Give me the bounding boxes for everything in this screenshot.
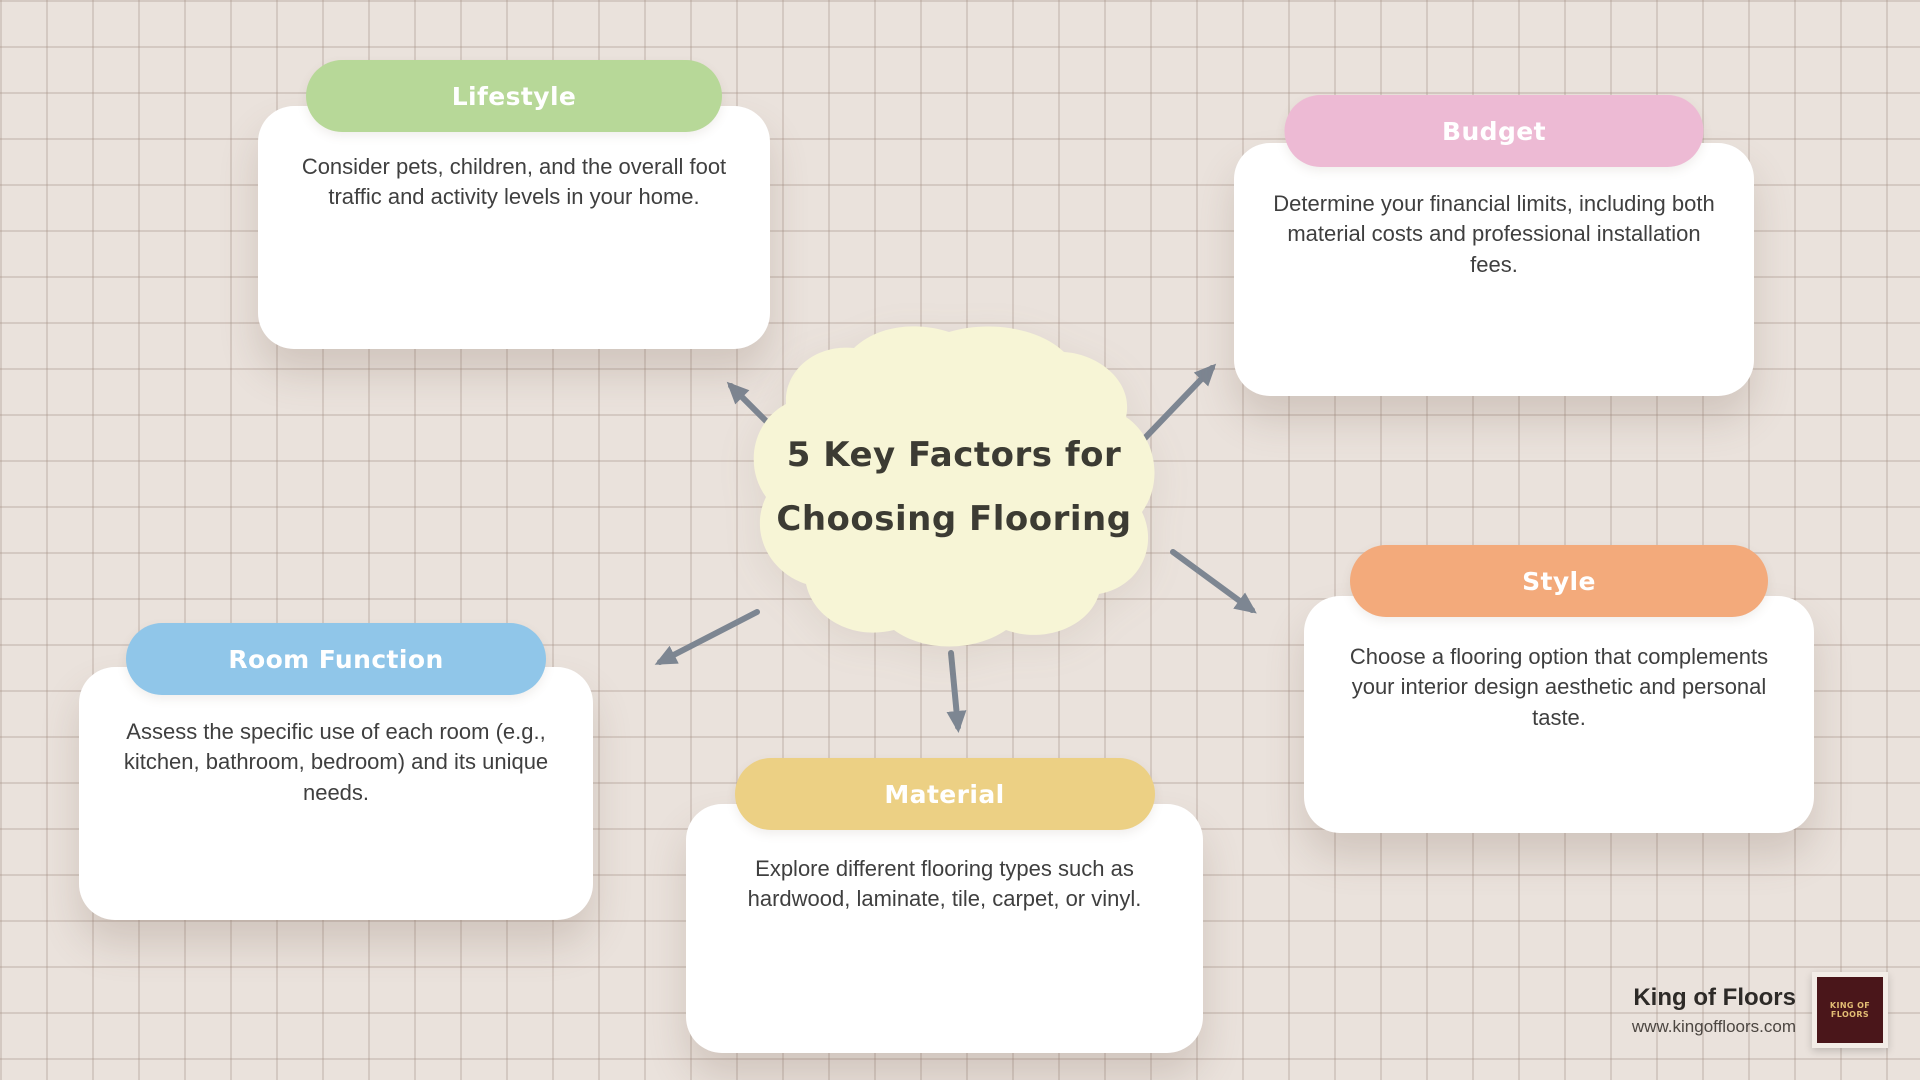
brand-logo: KING OF FLOORS (1812, 972, 1888, 1048)
brand-logo-inner: KING OF FLOORS (1817, 977, 1883, 1043)
factor-title-room-function: Room Function (228, 644, 444, 674)
blob-shape-svg (753, 326, 1155, 647)
central-title-line2: Choosing Flooring (776, 499, 1132, 539)
central-title: 5 Key Factors for Choosing Flooring (744, 322, 1164, 652)
factor-body-lifestyle: Consider pets, children, and the overall… (258, 106, 770, 349)
factor-text-room-function: Assess the specific use of each room (e.… (123, 719, 549, 805)
brand-footer: King of Floors www.kingoffloors.com KING… (1632, 972, 1888, 1048)
factor-body-budget: Determine your financial limits, includi… (1234, 143, 1754, 396)
factor-pill-lifestyle: Lifestyle (306, 60, 722, 132)
factor-pill-style: Style (1350, 545, 1768, 617)
factor-title-budget: Budget (1442, 116, 1546, 146)
factor-pill-room-function: Room Function (126, 623, 546, 695)
blob-shape (753, 326, 1155, 647)
brand-logo-text: KING OF FLOORS (1829, 1001, 1871, 1019)
factor-pill-material: Material (734, 758, 1155, 830)
arrow-to-room-function (654, 609, 760, 665)
arrow-to-style (1170, 549, 1257, 614)
factor-card-style: Style Choose a flooring option that comp… (1304, 545, 1814, 833)
brand-website: www.kingoffloors.com (1631, 1016, 1796, 1036)
factor-text-style: Choose a flooring option that complement… (1349, 644, 1769, 730)
factor-body-style: Choose a flooring option that complement… (1304, 596, 1814, 833)
factor-title-lifestyle: Lifestyle (451, 81, 577, 111)
factor-card-room-function: Room Function Assess the specific use of… (79, 623, 593, 920)
factor-body-room-function: Assess the specific use of each room (e.… (79, 667, 593, 920)
factor-pill-budget: Budget (1284, 95, 1704, 167)
factor-body-material: Explore different flooring types such as… (686, 804, 1203, 1053)
factor-card-material: Material Explore different flooring type… (686, 758, 1203, 1053)
factor-card-budget: Budget Determine your financial limits, … (1234, 95, 1754, 396)
factor-text-lifestyle: Consider pets, children, and the overall… (301, 154, 727, 210)
factor-text-budget: Determine your financial limits, includi… (1273, 191, 1715, 277)
central-topic: 5 Key Factors for Choosing Flooring (744, 322, 1164, 652)
factor-title-style: Style (1522, 566, 1596, 596)
central-title-line1: 5 Key Factors for (786, 435, 1122, 475)
brand-name: King of Floors (1633, 983, 1796, 1011)
factor-card-lifestyle: Lifestyle Consider pets, children, and t… (258, 60, 770, 349)
factor-title-material: Material (884, 779, 1005, 809)
brand-text-block: King of Floors www.kingoffloors.com (1632, 984, 1796, 1037)
arrow-to-material (946, 650, 967, 733)
factor-text-material: Explore different flooring types such as… (747, 856, 1142, 912)
